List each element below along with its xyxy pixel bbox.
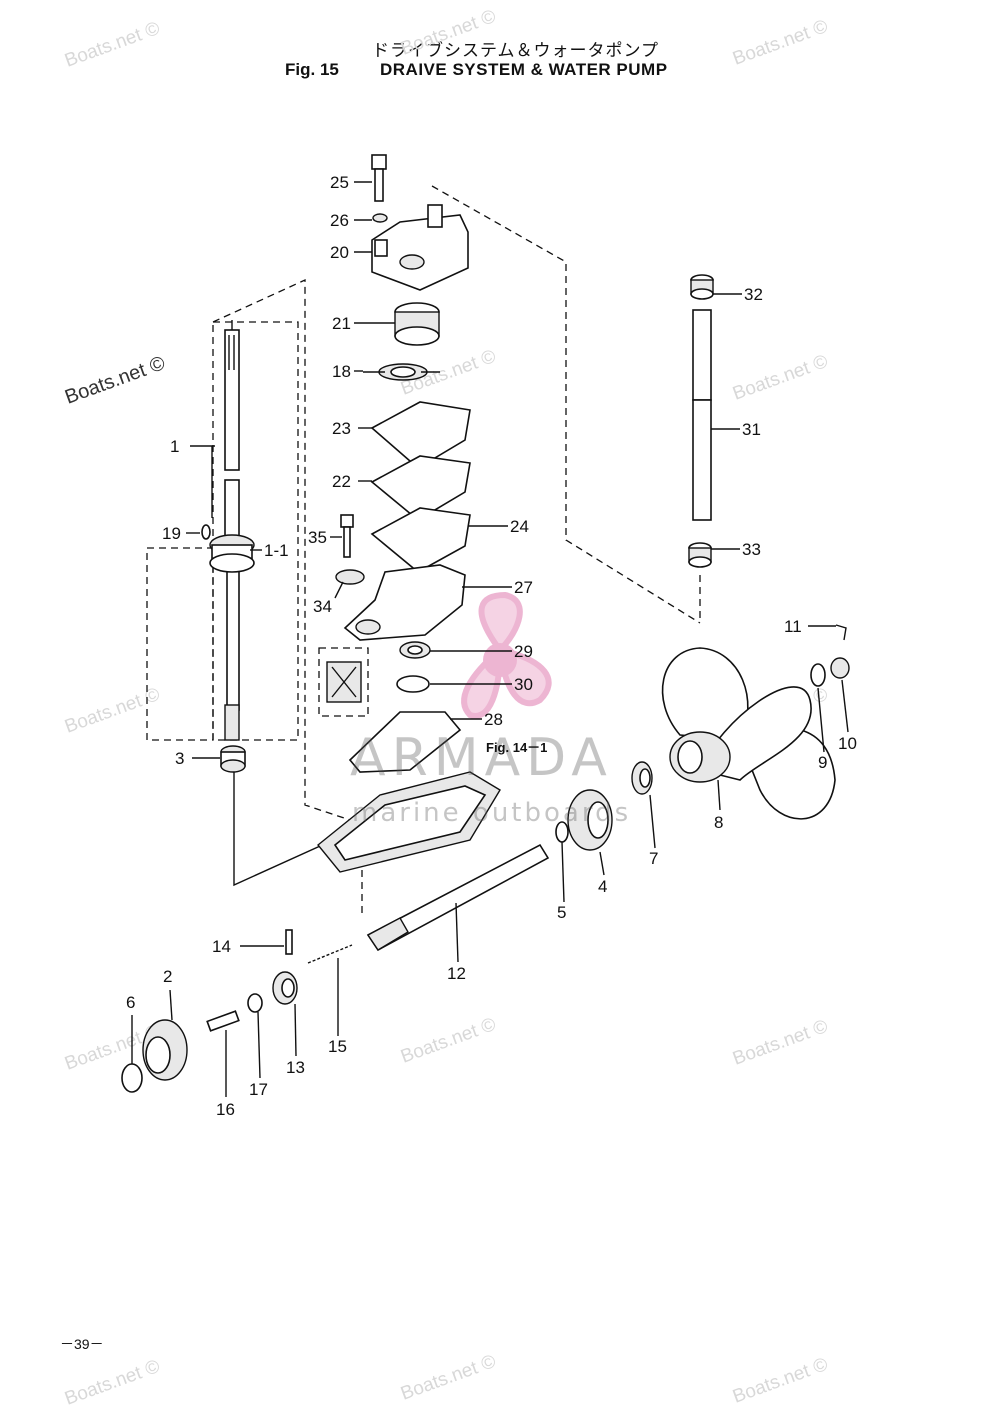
callout-32: 32 xyxy=(744,285,763,304)
leader-lines xyxy=(131,181,849,1097)
callout-13: 13 xyxy=(286,1058,305,1077)
callout-15: 15 xyxy=(328,1037,347,1056)
nut-part-10 xyxy=(830,657,850,679)
brand-watermark-subtitle: marine outboards xyxy=(352,798,632,828)
grommet-part-32 xyxy=(690,274,714,300)
pump-housing-part xyxy=(371,204,469,291)
page-number: －39－ xyxy=(60,1336,104,1352)
clutch-part-13 xyxy=(272,971,298,1005)
washer-part-9 xyxy=(810,663,826,687)
impeller-part xyxy=(363,363,440,381)
callout-2: 2 xyxy=(163,967,172,986)
callout-4: 4 xyxy=(598,877,607,896)
pin-part-19 xyxy=(201,524,211,540)
callout-25: 25 xyxy=(330,173,349,192)
propeller-shaft-part xyxy=(366,843,550,952)
propeller-part-8 xyxy=(661,647,836,820)
cotter-pin-part-11 xyxy=(835,624,847,641)
water-tube-part xyxy=(692,309,712,521)
spring-part-15 xyxy=(307,944,353,964)
bearing-assembly-dashed-box xyxy=(146,547,214,741)
figure-title: DRAIVE SYSTEM & WATER PUMP xyxy=(380,60,668,79)
callout-5: 5 xyxy=(557,903,566,922)
figure-number: Fig. 15 xyxy=(285,60,339,79)
callout-1: 1 xyxy=(170,437,179,456)
callout-14: 14 xyxy=(212,937,231,956)
callout-31: 31 xyxy=(742,420,761,439)
pump-liner-part xyxy=(394,302,440,346)
callout-16: 16 xyxy=(216,1100,235,1119)
callout-1-1: 1-1 xyxy=(264,541,289,560)
callout-18: 18 xyxy=(332,362,351,381)
pump-case-part xyxy=(343,564,466,641)
callout-34: 34 xyxy=(313,597,332,616)
callout-12: 12 xyxy=(447,964,466,983)
callout-11: 11 xyxy=(784,617,802,636)
callout-17: 17 xyxy=(249,1080,268,1099)
bevel-gear-part-4 xyxy=(567,789,613,851)
callout-9: 9 xyxy=(818,753,827,772)
brand-propeller-logo xyxy=(461,591,552,719)
washer-part-26 xyxy=(372,213,388,223)
callout-33: 33 xyxy=(742,540,761,559)
brand-watermark: ARMADA xyxy=(350,728,613,788)
callout-10: 10 xyxy=(838,734,857,753)
gasket-part-28 xyxy=(348,711,462,773)
collar-part-34 xyxy=(335,569,365,585)
pinion-gear-part xyxy=(220,745,246,773)
callout-23: 23 xyxy=(332,419,351,438)
bolt-part-25 xyxy=(371,154,387,202)
drive-shaft-part xyxy=(224,320,240,741)
callout-21: 21 xyxy=(332,314,351,333)
gear-part-2 xyxy=(142,1019,188,1081)
callout-3: 3 xyxy=(175,749,184,768)
cross-reference-label: Fig. 14－1 xyxy=(486,740,548,755)
callout-8: 8 xyxy=(714,813,723,832)
lower-case-plate xyxy=(317,771,501,873)
pin-part-14 xyxy=(285,929,293,955)
oil-seal-part xyxy=(399,641,431,659)
callout-30: 30 xyxy=(514,675,533,694)
bolt-part-35 xyxy=(340,514,354,558)
callout-19: 19 xyxy=(162,524,181,543)
washer-part-6 xyxy=(121,1063,143,1093)
title-japanese: ドライブシステム＆ウォータポンプ xyxy=(372,41,659,61)
callout-labels: 1 1-1 2 3 4 5 6 7 8 9 10 11 12 13 14 15 … xyxy=(126,173,857,1119)
callout-6: 6 xyxy=(126,993,135,1012)
pump-detail-dashed-box xyxy=(318,647,369,717)
guide-line-pump-to-tube xyxy=(431,185,701,624)
seal-detail-part xyxy=(326,661,362,703)
callout-7: 7 xyxy=(649,849,658,868)
thrust-hub-part-7 xyxy=(631,761,653,795)
callout-29: 29 xyxy=(514,642,533,661)
callout-28: 28 xyxy=(484,710,503,729)
callout-24: 24 xyxy=(510,517,529,536)
gasket-part-24 xyxy=(370,507,471,573)
callout-22: 22 xyxy=(332,472,351,491)
o-ring-part xyxy=(396,675,430,693)
pin-part-16 xyxy=(206,1010,240,1032)
bearing-housing-part xyxy=(209,534,255,573)
callout-20: 20 xyxy=(330,243,349,262)
callout-35: 35 xyxy=(308,528,327,547)
grommet-part-33 xyxy=(688,542,712,568)
bush-part-17 xyxy=(247,993,263,1013)
guide-line-shaft xyxy=(212,278,381,831)
callout-26: 26 xyxy=(330,211,349,230)
callout-27: 27 xyxy=(514,578,533,597)
shaft-assembly-dashed-box xyxy=(212,321,299,741)
